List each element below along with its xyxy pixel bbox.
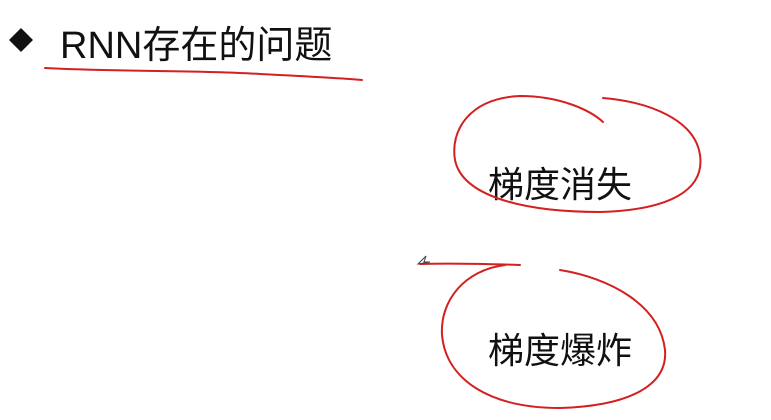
cursor-icon — [416, 255, 431, 265]
title-underline — [44, 67, 363, 81]
item-exploding-gradient: 梯度爆炸 — [488, 330, 633, 371]
circle-exploding — [440, 264, 667, 410]
circle-vanishing — [453, 94, 702, 214]
diamond-bullet-icon — [9, 28, 33, 52]
arrow-line — [419, 262, 521, 266]
item-vanishing-gradient: 梯度消失 — [488, 164, 633, 205]
slide-title: RNN存在的问题 — [60, 25, 333, 67]
